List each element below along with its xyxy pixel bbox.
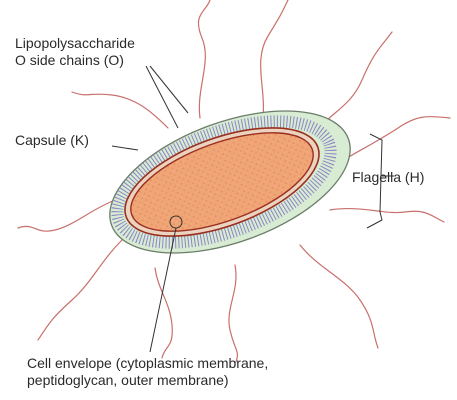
flagellum xyxy=(299,244,379,349)
lps-leader xyxy=(149,65,189,114)
lps-label-line2: O side chains (O) xyxy=(15,52,124,68)
flagellum xyxy=(71,91,169,129)
flagellum xyxy=(329,207,445,223)
envelope-label-line2: peptidoglycan, outer membrane) xyxy=(27,372,229,388)
flagella-label: Flagella (H) xyxy=(352,169,425,185)
envelope-label-line1: Cell envelope (cytoplasmic membrane, xyxy=(27,355,269,371)
flagella-bracket xyxy=(366,133,383,229)
lps-leader xyxy=(145,65,179,129)
flagellum xyxy=(154,267,173,359)
cytoplasm xyxy=(130,132,314,232)
flagellum xyxy=(260,0,289,124)
flagellum xyxy=(334,116,451,166)
lps-label-line1: Lipopolysaccharide xyxy=(15,35,135,51)
flagellum xyxy=(228,264,239,363)
flagellum xyxy=(37,239,123,341)
capsule-leader xyxy=(111,145,139,151)
flagellum xyxy=(197,0,211,119)
flagellum xyxy=(17,199,116,232)
lps-side-chains xyxy=(111,115,337,249)
leader-lines xyxy=(111,65,394,353)
envelope-leader xyxy=(149,227,177,353)
capsule-label: Capsule (K) xyxy=(15,132,89,148)
